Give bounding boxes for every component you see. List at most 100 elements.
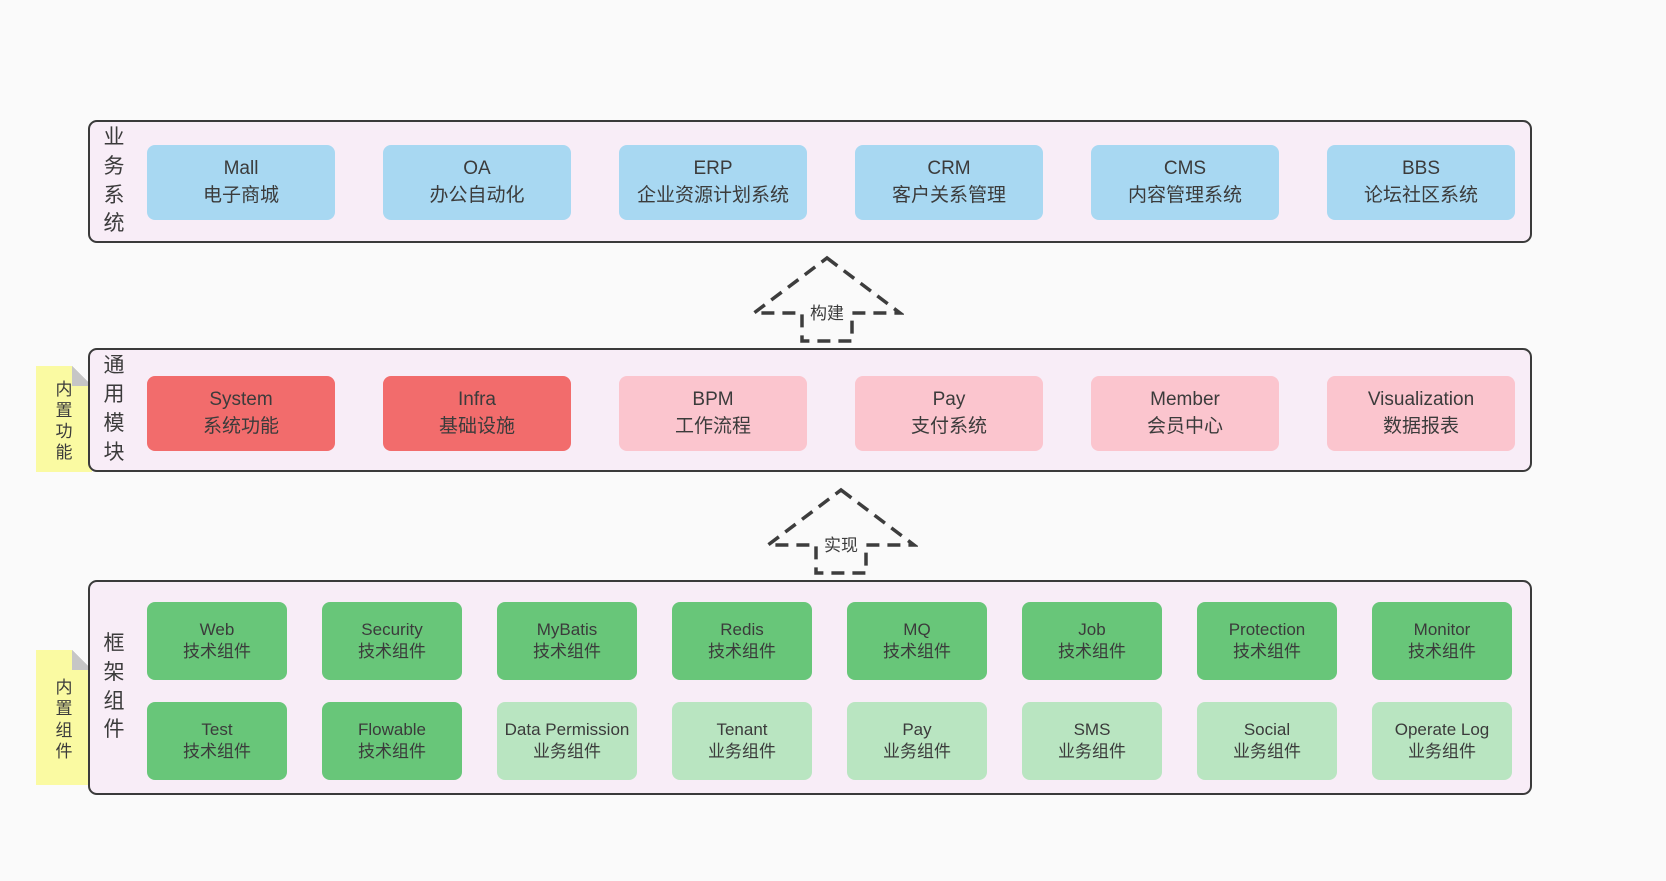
box-name-en: Infra	[457, 388, 497, 410]
box-name-en: Redis	[720, 619, 764, 639]
box-name-en: BPM	[692, 388, 734, 410]
box-name-en: Tenant	[716, 719, 768, 739]
box-web: Web 技术组件	[147, 602, 287, 680]
arrow-implement: 实现	[764, 487, 918, 577]
box-visualization: Visualization 数据报表	[1327, 376, 1515, 451]
box-monitor: Monitor 技术组件	[1372, 602, 1512, 680]
band-label-common-modules: 通用模块	[103, 354, 125, 464]
box-name-zh: 技术组件	[1058, 642, 1126, 661]
box-name-zh: 系统功能	[202, 415, 279, 437]
box-job: Job 技术组件	[1022, 602, 1162, 680]
band-common-modules: 通用模块 System 系统功能 Infra 基础设施 BPM 工作流程 Pay…	[88, 348, 1532, 472]
box-security: Security 技术组件	[322, 602, 462, 680]
box-name-en: Web	[199, 619, 235, 639]
arrow-build: 构建	[750, 255, 904, 345]
box-name-zh: 技术组件	[533, 642, 601, 661]
box-name-en: Monitor	[1413, 619, 1471, 639]
band-framework-components: 框架组件 Web 技术组件 Security 技术组件 MyBatis 技术组件…	[88, 580, 1532, 795]
box-bpm: BPM 工作流程	[619, 376, 807, 451]
box-operate-log: Operate Log 业务组件	[1372, 702, 1512, 780]
box-crm: CRM 客户关系管理	[855, 145, 1043, 220]
box-name-zh: 技术组件	[358, 742, 426, 761]
box-system: System 系统功能	[147, 376, 335, 451]
box-name-en: MyBatis	[536, 619, 598, 639]
box-pay-biz: Pay 业务组件	[847, 702, 987, 780]
box-social: Social 业务组件	[1197, 702, 1337, 780]
box-member: Member 会员中心	[1091, 376, 1279, 451]
arrow-build-label: 构建	[806, 299, 848, 324]
up-arrow-icon	[750, 255, 904, 343]
sticky-note-label: 内置组件	[55, 678, 73, 761]
box-name-en: BBS	[1401, 157, 1441, 179]
box-name-zh: 技术组件	[883, 642, 951, 661]
box-name-en: Flowable	[357, 719, 427, 739]
box-name-en: CRM	[927, 157, 971, 179]
box-name-en: Protection	[1228, 619, 1306, 639]
box-name-zh: 业务组件	[1233, 742, 1301, 761]
box-name-zh: 技术组件	[183, 642, 251, 661]
box-name-zh: 电子商城	[202, 184, 279, 206]
box-name-en: Pay	[932, 388, 966, 410]
box-name-en: Mall	[223, 157, 259, 179]
box-name-en: Data Permission	[504, 719, 630, 739]
box-name-zh: 业务组件	[883, 742, 951, 761]
box-name-zh: 业务组件	[1408, 742, 1476, 761]
sticky-note-label: 内置功能	[55, 379, 73, 463]
box-sms: SMS 业务组件	[1022, 702, 1162, 780]
business-systems-row: Mall 电子商城 OA 办公自动化 ERP 企业资源计划系统 CRM 客户关系…	[147, 145, 1530, 220]
folded-corner-icon	[72, 650, 92, 670]
box-name-en: Visualization	[1367, 388, 1475, 410]
box-infra: Infra 基础设施	[383, 376, 571, 451]
box-name-en: SMS	[1073, 719, 1111, 739]
box-name-zh: 办公自动化	[429, 184, 525, 206]
box-name-en: MQ	[903, 619, 931, 639]
box-bbs: BBS 论坛社区系统	[1327, 145, 1515, 220]
box-name-zh: 业务组件	[708, 742, 776, 761]
folded-corner-icon	[72, 366, 92, 386]
box-name-zh: 技术组件	[1408, 642, 1476, 661]
up-arrow-icon	[764, 487, 918, 575]
box-name-zh: 业务组件	[1058, 742, 1126, 761]
box-name-zh: 论坛社区系统	[1363, 184, 1478, 206]
box-name-zh: 支付系统	[910, 415, 987, 437]
box-data-permission: Data Permission 业务组件	[497, 702, 637, 780]
box-name-en: Job	[1078, 619, 1106, 639]
box-name-zh: 企业资源计划系统	[636, 184, 789, 206]
box-oa: OA 办公自动化	[383, 145, 571, 220]
box-name-zh: 内容管理系统	[1127, 184, 1242, 206]
box-mq: MQ 技术组件	[847, 602, 987, 680]
box-name-en: Pay	[902, 719, 932, 739]
box-name-en: OA	[463, 157, 491, 179]
box-name-zh: 数据报表	[1382, 415, 1459, 437]
box-redis: Redis 技术组件	[672, 602, 812, 680]
box-name-zh: 技术组件	[358, 642, 426, 661]
box-name-en: System	[209, 388, 273, 410]
box-tenant: Tenant 业务组件	[672, 702, 812, 780]
band-label-framework-components: 框架组件	[103, 631, 125, 742]
box-erp: ERP 企业资源计划系统	[619, 145, 807, 220]
box-name-en: CMS	[1163, 157, 1207, 179]
box-name-zh: 技术组件	[1233, 642, 1301, 661]
sticky-note-built-in-features: 内置功能	[36, 366, 92, 472]
arrow-implement-label: 实现	[820, 531, 862, 556]
box-name-zh: 技术组件	[708, 642, 776, 661]
box-name-en: ERP	[693, 157, 733, 179]
box-protection: Protection 技术组件	[1197, 602, 1337, 680]
box-test: Test 技术组件	[147, 702, 287, 780]
box-pay: Pay 支付系统	[855, 376, 1043, 451]
box-name-zh: 客户关系管理	[891, 184, 1006, 206]
framework-components-row-1: Web 技术组件 Security 技术组件 MyBatis 技术组件 Redi…	[147, 602, 1530, 680]
box-name-zh: 基础设施	[438, 415, 515, 437]
box-name-en: Operate Log	[1394, 719, 1490, 739]
box-name-zh: 技术组件	[183, 742, 251, 761]
common-modules-row: System 系统功能 Infra 基础设施 BPM 工作流程 Pay 支付系统…	[147, 376, 1530, 451]
framework-components-row-2: Test 技术组件 Flowable 技术组件 Data Permission …	[147, 702, 1530, 780]
box-name-zh: 业务组件	[533, 742, 601, 761]
band-label-business-systems: 业务系统	[103, 125, 125, 236]
box-mybatis: MyBatis 技术组件	[497, 602, 637, 680]
band-business-systems: 业务系统 Mall 电子商城 OA 办公自动化 ERP 企业资源计划系统 CRM…	[88, 120, 1532, 243]
box-name-zh: 工作流程	[674, 415, 751, 437]
box-name-zh: 会员中心	[1146, 415, 1223, 437]
box-name-en: Test	[201, 719, 233, 739]
